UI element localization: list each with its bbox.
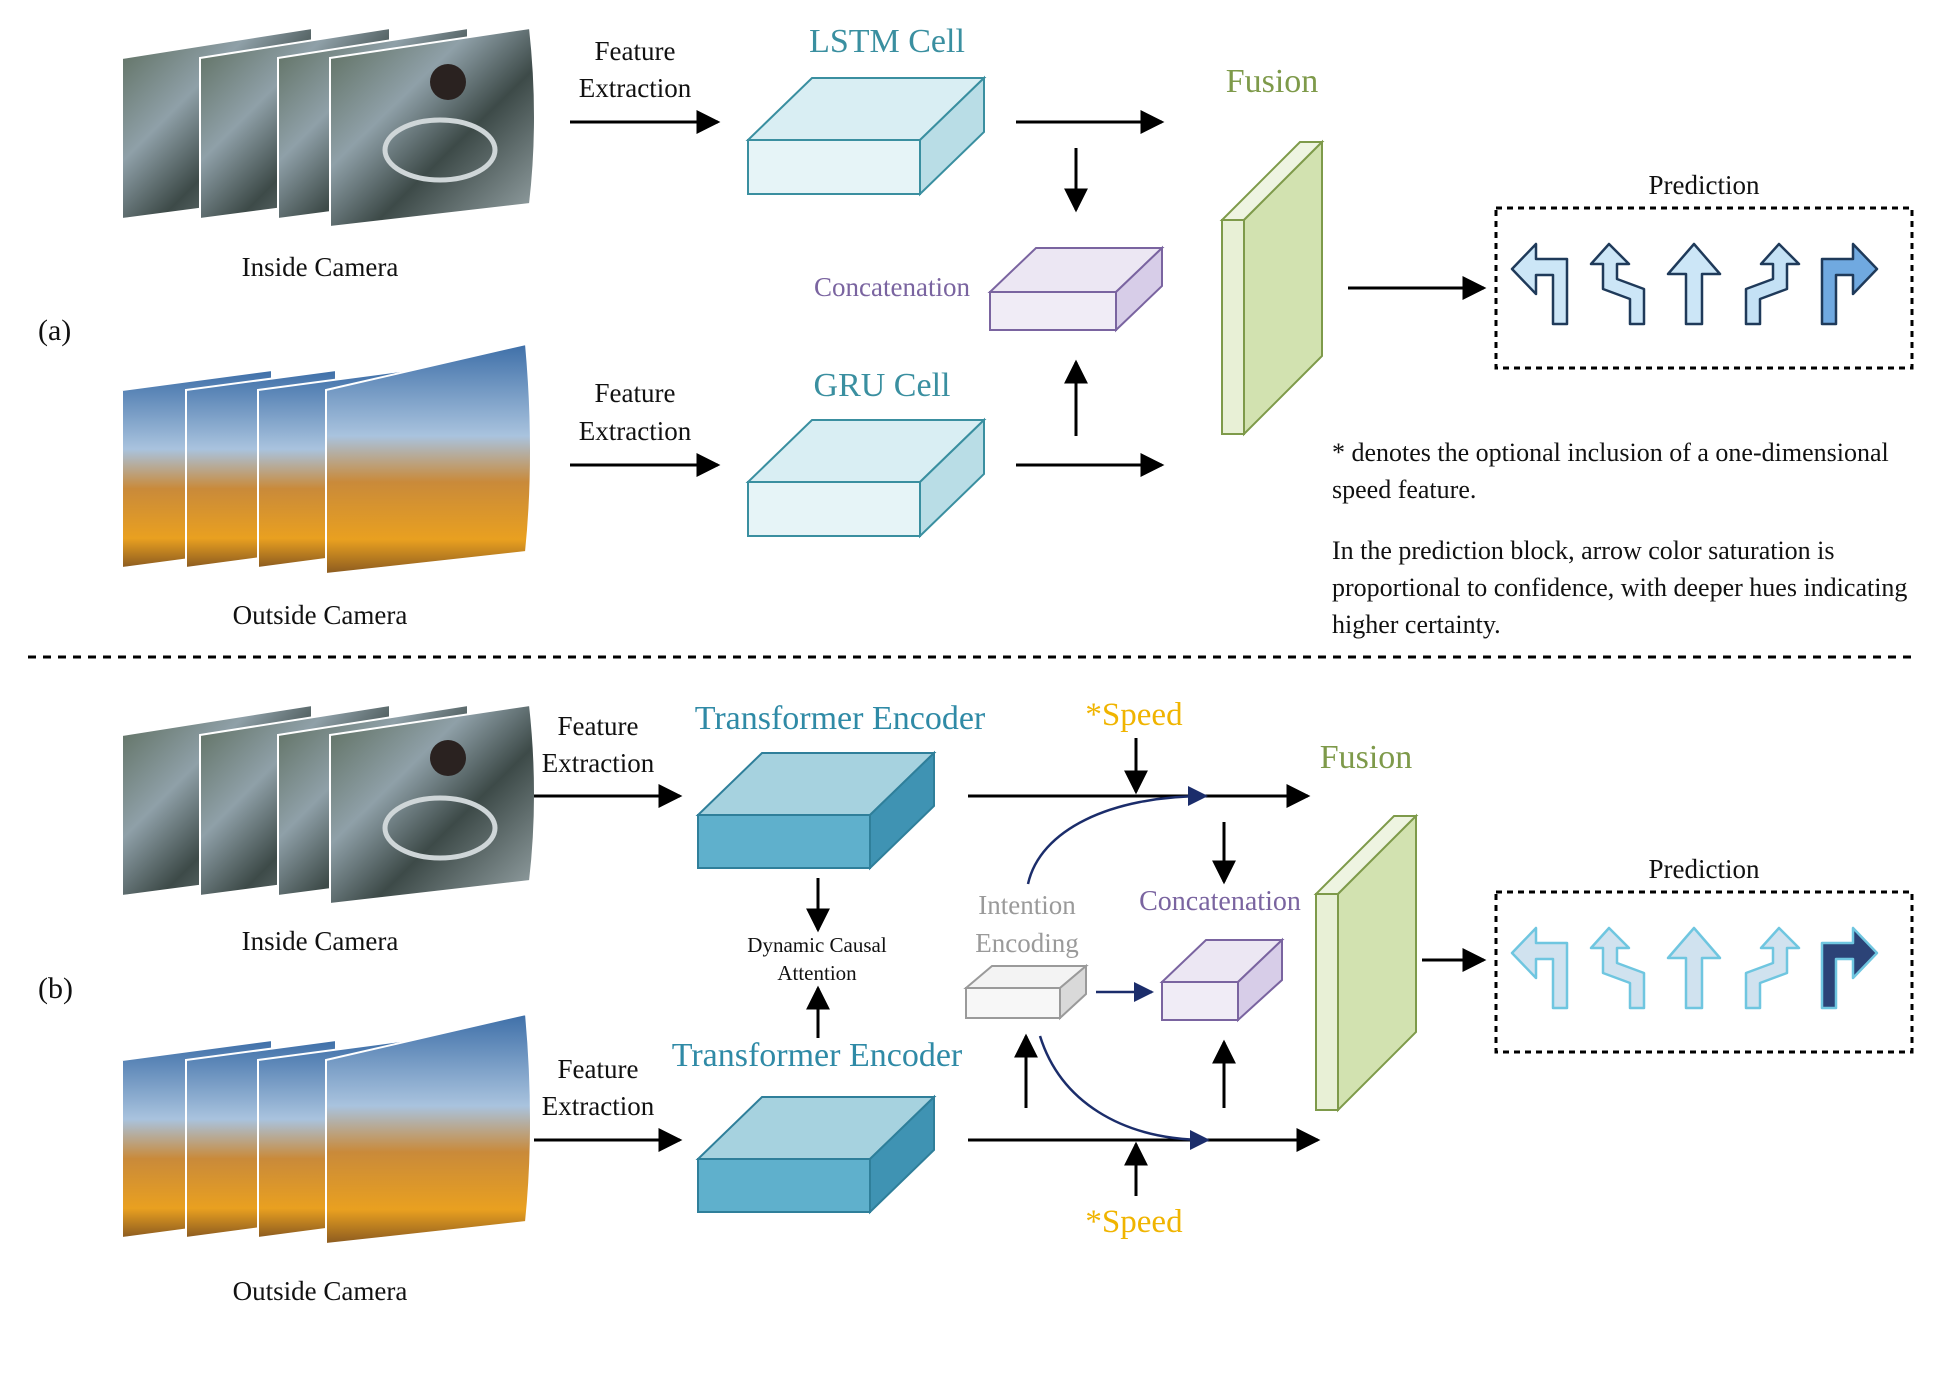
prediction-arrow-right-turn <box>1820 242 1879 326</box>
feature-extraction-label-a-top-2: Extraction <box>579 73 692 103</box>
feature-extraction-label-b-top-2: Extraction <box>542 748 655 778</box>
note-prediction-saturation: In the prediction block, arrow color sat… <box>1332 536 1908 639</box>
fusion-label-b: Fusion <box>1320 739 1413 776</box>
speed-label-top: *Speed <box>1085 697 1183 733</box>
feature-extraction-label-a-bottom-1: Feature <box>595 378 676 408</box>
feature-extraction-label-b-top-1: Feature <box>558 711 639 741</box>
inside-camera-label-b: Inside Camera <box>242 926 399 956</box>
note-speed-feature: * denotes the optional inclusion of a on… <box>1332 438 1889 504</box>
dynamic-causal-attention-label-2: Attention <box>777 961 857 985</box>
outside-camera-frames-b <box>121 1012 532 1246</box>
feature-extraction-label-b-bottom-1: Feature <box>558 1054 639 1084</box>
prediction-arrows-a <box>1510 242 1879 326</box>
transformer-encoder-block-bottom <box>695 1094 937 1215</box>
fusion-block-b <box>1313 813 1419 1113</box>
prediction-label-a: Prediction <box>1649 170 1760 200</box>
prediction-arrow-right-lane-change <box>1744 926 1801 1010</box>
dynamic-causal-attention-label-1: Dynamic Causal <box>747 933 887 957</box>
curve-intention-to-bottom <box>1038 1035 1210 1150</box>
inside-camera-frames-a <box>121 26 536 229</box>
outside-camera-label-a: Outside Camera <box>233 600 408 630</box>
prediction-arrow-left-lane-change <box>1589 242 1646 326</box>
lstm-cell-block <box>745 75 987 197</box>
prediction-arrow-right-lane-change <box>1744 242 1801 326</box>
prediction-arrow-left-lane-change <box>1589 926 1646 1010</box>
feature-extraction-label-a-bottom-2: Extraction <box>579 416 692 446</box>
prediction-arrow-straight <box>1666 926 1722 1010</box>
prediction-label-b: Prediction <box>1649 854 1760 884</box>
lstm-cell-label: LSTM Cell <box>809 23 965 60</box>
inside-camera-frames-b <box>121 703 536 906</box>
inside-camera-label-a: Inside Camera <box>242 252 399 282</box>
concatenation-label-b: Concatenation <box>1139 886 1301 917</box>
transformer-encoder-block-top <box>695 750 937 871</box>
prediction-box-a <box>1494 206 1914 370</box>
gru-cell-label: GRU Cell <box>814 367 951 404</box>
feature-extraction-label-b-bottom-2: Extraction <box>542 1091 655 1121</box>
panel-a-tag: (a) <box>38 314 71 347</box>
transformer-encoder-label-bottom: Transformer Encoder <box>672 1037 963 1074</box>
curve-intention-to-top <box>1026 786 1208 885</box>
concatenation-block-a <box>987 245 1165 333</box>
prediction-arrows-b <box>1510 926 1879 1010</box>
intention-encoding-block <box>963 963 1089 1021</box>
intention-encoding-label-2: Encoding <box>975 928 1078 958</box>
prediction-box-b <box>1494 890 1914 1054</box>
concatenation-label-a: Concatenation <box>814 272 970 302</box>
fusion-block-a <box>1219 139 1325 437</box>
speed-label-bottom: *Speed <box>1085 1204 1183 1240</box>
prediction-arrow-left-turn <box>1510 926 1569 1010</box>
outside-camera-frames-a <box>121 342 532 576</box>
prediction-arrow-straight <box>1666 242 1722 326</box>
gru-cell-block <box>745 417 987 539</box>
prediction-arrow-right-turn <box>1820 926 1879 1010</box>
panel-b-tag: (b) <box>38 972 73 1005</box>
concatenation-block-b <box>1159 937 1285 1023</box>
feature-extraction-label-a-top-1: Feature <box>595 36 676 66</box>
outside-camera-label-b: Outside Camera <box>233 1276 408 1306</box>
transformer-encoder-label-top: Transformer Encoder <box>695 700 986 737</box>
intention-encoding-label-1: Intention <box>978 890 1076 920</box>
fusion-label-a: Fusion <box>1226 63 1319 100</box>
prediction-arrow-left-turn <box>1510 242 1569 326</box>
